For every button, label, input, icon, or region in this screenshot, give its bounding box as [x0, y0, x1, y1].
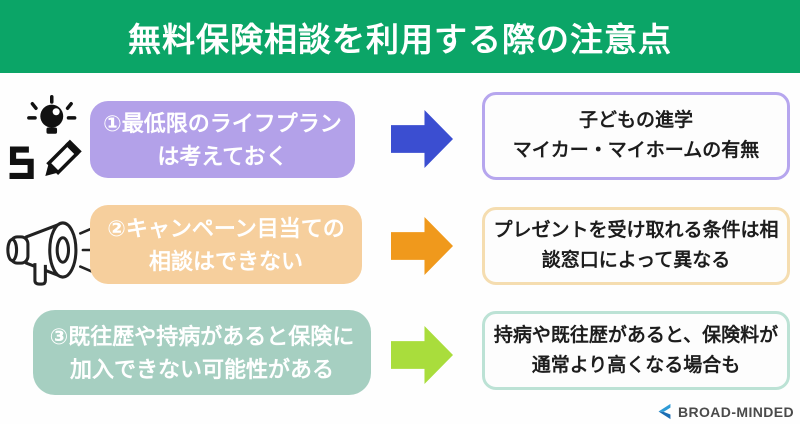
detail-box-3: 持病や既往歴があると、保険料が 通常より高くなる場合も — [482, 311, 790, 390]
header-banner: 無料保険相談を利用する際の注意点 — [0, 0, 800, 73]
detail-3-line2: 通常より高くなる場合も — [531, 354, 741, 376]
point-3-line1: ③既往歴や持病があると保険に — [49, 323, 355, 349]
point-1-line1: ①最低限のライフプラン — [103, 110, 342, 136]
megaphone-icon — [0, 207, 97, 293]
point-box-2: ②キャンペーン目当ての 相談はできない — [90, 205, 362, 284]
broad-minded-logo-icon — [658, 403, 671, 420]
detail-1-line1: 子どもの進学 — [578, 110, 693, 131]
detail-box-2: プレゼントを受け取れる条件は相 談窓口によって異なる — [482, 207, 790, 285]
detail-3-line1: 持病や既往歴があると、保険料が — [493, 324, 779, 346]
brand-footer: BROAD-MINDED — [656, 402, 794, 421]
detail-2-line2: 談窓口によって異なる — [541, 250, 731, 271]
point-box-1: ①最低限のライフプラン は考えておく — [90, 101, 355, 178]
arrow-right-icon-3 — [391, 326, 453, 384]
point-2-line1: ②キャンペーン目当ての — [107, 215, 345, 241]
brand-name: BROAD-MINDED — [677, 403, 794, 420]
point-2-line2: 相談はできない — [148, 248, 303, 274]
arrow-right-icon-1 — [391, 110, 453, 168]
point-3-line2: 加入できない可能性がある — [69, 356, 334, 382]
point-1-line2: は考えておく — [157, 143, 288, 169]
detail-2-line1: プレゼントを受け取れる条件は相 — [493, 220, 779, 241]
detail-1-line2: マイカー・マイホームの有無 — [512, 140, 760, 161]
detail-box-1: 子どもの進学 マイカー・マイホームの有無 — [482, 92, 790, 180]
point-box-3: ③既往歴や持病があると保険に 加入できない可能性がある — [33, 310, 371, 395]
idea-sketch-icon — [6, 95, 94, 183]
page-title: 無料保険相談を利用する際の注意点 — [128, 20, 672, 58]
arrow-right-icon-2 — [391, 217, 453, 275]
